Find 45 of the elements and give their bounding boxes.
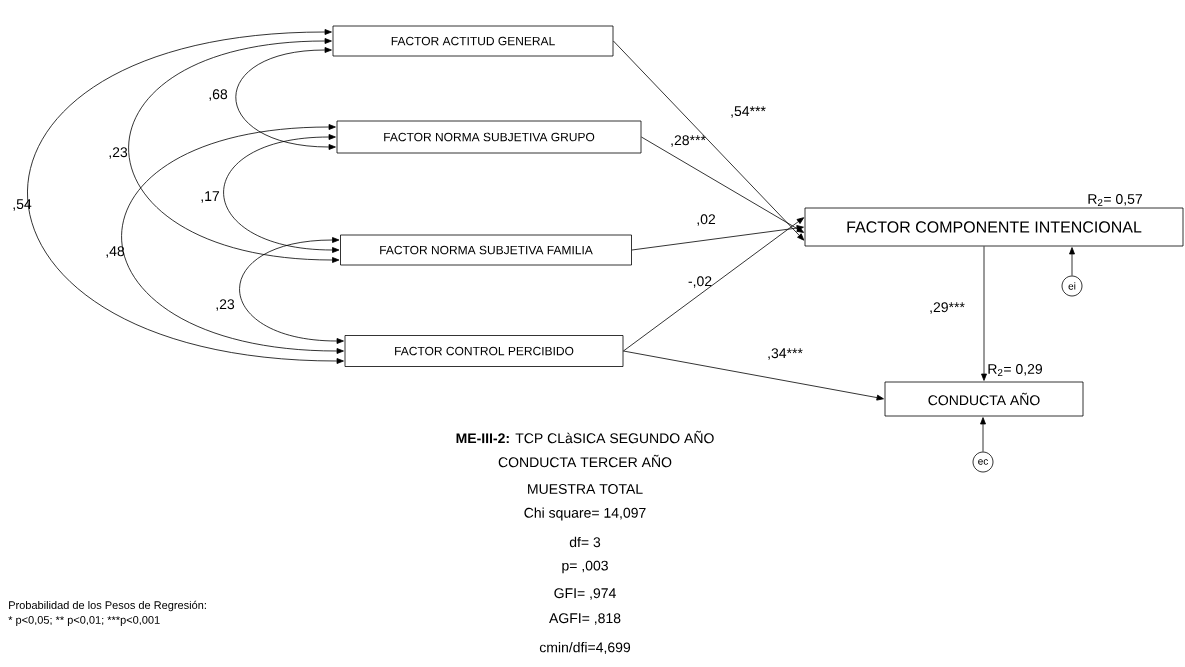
fit-statistic: CONDUCTA TERCER AÑO <box>498 454 672 468</box>
fit-statistic: MUESTRA TOTAL <box>528 484 643 494</box>
variable-box: FACTOR NORMA SUBJETIVA FAMILIA <box>340 234 632 266</box>
covariance-arrow <box>128 38 340 263</box>
fit-statistic: ME-III-2: TCP CLàSICA SEGUNDO AÑO <box>456 430 714 444</box>
edge-label: -,02 <box>688 276 712 288</box>
variable-box: FACTOR COMPONENTE INTENCIONAL <box>804 207 1184 247</box>
edge-label: ,28*** <box>671 135 706 147</box>
path-arrow <box>631 225 804 251</box>
edge-label: ,29*** <box>930 302 965 314</box>
edge-label: ,02 <box>697 214 716 226</box>
covariance-arrow <box>223 134 340 253</box>
path-arrow <box>623 350 884 401</box>
edge-label: ,23 <box>216 299 235 311</box>
edge-label: ,48 <box>106 246 125 258</box>
fit-statistic: cmin/dfi=4,699 <box>539 642 631 654</box>
path-arrow <box>980 417 986 452</box>
covariance-arrow <box>235 47 336 150</box>
path-arrow <box>613 40 805 241</box>
path-arrow <box>1069 247 1075 276</box>
path-arrow <box>641 136 805 233</box>
edge-label: ,23 <box>109 147 128 159</box>
fit-statistic: GFI= ,974 <box>554 588 616 600</box>
fit-statistic: AGFI= ,818 <box>549 613 621 625</box>
path-arrow <box>981 246 987 381</box>
covariance-arrow <box>27 29 344 364</box>
fit-statistic: df= 3 <box>569 536 601 548</box>
fit-statistic: Chi square= 14,097 <box>524 507 646 521</box>
path-arrow <box>623 217 805 352</box>
covariance-arrow <box>121 124 344 354</box>
r-squared-label: R$_{2}$= 0,29 <box>988 364 1042 376</box>
significance-note: * p<0,05; ** p<0,01; ***p<0,001 <box>8 616 160 626</box>
covariance-arrow <box>239 237 344 344</box>
variable-box: FACTOR ACTITUD GENERAL <box>332 25 614 57</box>
edge-label: ,54*** <box>731 106 766 118</box>
fit-statistic: p= ,003 <box>562 560 608 574</box>
variable-box: FACTOR CONTROL PERCIBIDO <box>344 335 624 367</box>
variable-box: FACTOR NORMA SUBJETIVA GRUPO <box>336 120 642 154</box>
significance-note: Probabilidad de los Pesos de Regresión: <box>9 600 206 612</box>
variable-box: CONDUCTA AÑO <box>884 381 1084 417</box>
edge-label: ,54 <box>13 199 32 211</box>
edge-label: ,34*** <box>768 348 803 360</box>
edge-label: ,68 <box>209 89 228 101</box>
r-squared-label: R$_{2}$= 0,57 <box>1088 194 1142 206</box>
edge-label: ,17 <box>201 191 220 203</box>
